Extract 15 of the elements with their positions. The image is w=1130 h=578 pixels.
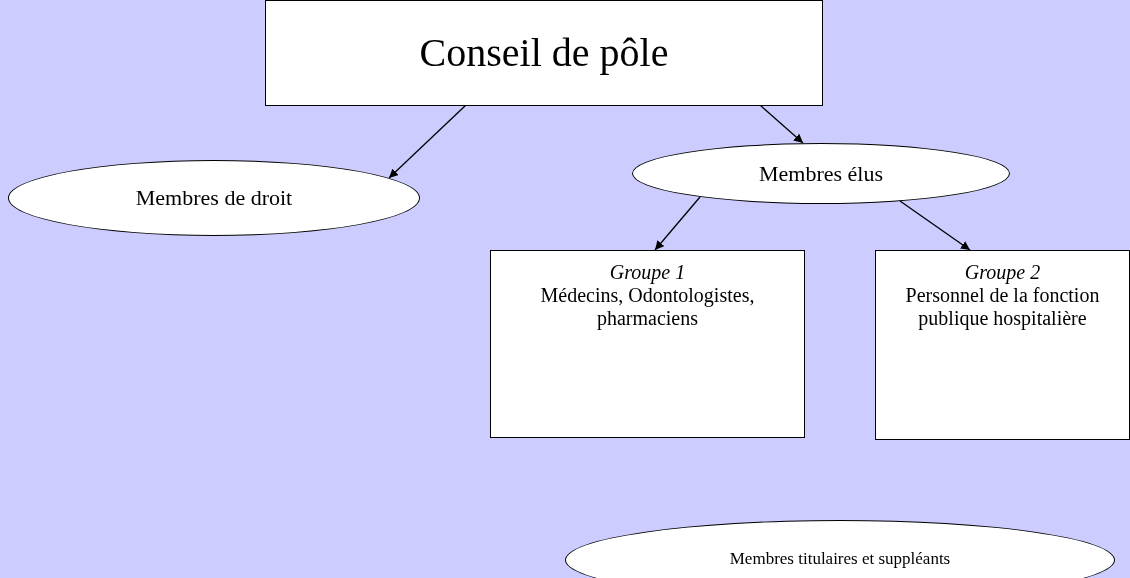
- group-heading: Groupe 2: [964, 261, 1041, 284]
- arrow: [388, 104, 467, 179]
- arrow: [899, 200, 971, 251]
- node-label: Membres de droit: [135, 185, 293, 211]
- node-label: Personnel de la fonction publique hospitalière: [904, 284, 1101, 330]
- node-label: Membres élus: [759, 160, 883, 187]
- process-box: [265, 0, 823, 106]
- group-heading: Groupe 1: [609, 261, 686, 284]
- arrow: [654, 196, 701, 251]
- process-box: [875, 250, 1130, 440]
- node-label: Conseil de pôle: [419, 30, 669, 76]
- node-label: Membres titulaires et suppléants: [729, 549, 951, 569]
- arrow: [759, 104, 804, 144]
- node-label: Médecins, Odontologistes, pharmaciens: [539, 284, 756, 330]
- process-box: [490, 250, 805, 438]
